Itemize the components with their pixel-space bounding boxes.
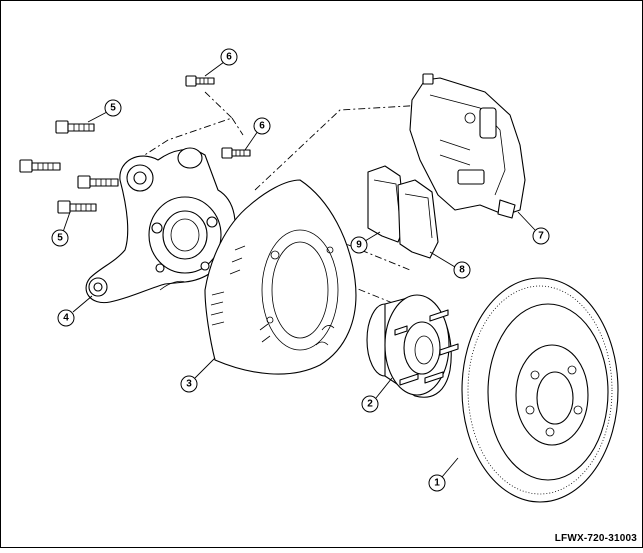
callout-1: 1: [428, 474, 446, 492]
steering-knuckle: [85, 147, 236, 304]
callout-2: 2: [361, 395, 379, 413]
callout-label: 8: [459, 265, 465, 276]
callout-3: 3: [180, 375, 198, 393]
callout-label: 2: [367, 399, 373, 410]
callout-6-lower: 6: [253, 117, 271, 135]
brake-caliper: [409, 73, 526, 219]
callout-label: 3: [186, 379, 192, 390]
callout-9: 9: [350, 236, 368, 254]
callout-label: 7: [538, 231, 544, 242]
bolt-5-top: [55, 120, 95, 134]
callout-label: 5: [110, 103, 116, 114]
figure-code: LFWX-720-31003: [554, 533, 637, 544]
callout-label: 6: [226, 52, 232, 63]
callout-7: 7: [532, 227, 550, 245]
callout-label: 5: [57, 233, 63, 244]
hub-studs: [394, 309, 459, 386]
callout-6-upper: 6: [220, 48, 238, 66]
callout-5-upper: 5: [104, 99, 122, 117]
callout-4: 4: [57, 309, 75, 327]
bolt-5-bottom: [57, 200, 97, 214]
dust-shield: [204, 179, 357, 375]
brake-rotor: [461, 277, 619, 503]
callout-label: 6: [259, 121, 265, 132]
bolt-5-left: [19, 159, 61, 173]
bolt-6-lower: [221, 147, 251, 159]
bolt-6-upper: [185, 75, 215, 87]
hub-bearing-assembly: [366, 294, 459, 398]
callout-label: 1: [434, 478, 440, 489]
callout-label: 9: [356, 240, 362, 251]
callout-5-lower: 5: [51, 229, 69, 247]
callout-label: 4: [63, 313, 69, 324]
brake-pad-outer: [397, 179, 439, 259]
bolt-5-middle: [77, 175, 119, 189]
callout-8: 8: [453, 261, 471, 279]
leader-lines: [62, 61, 536, 478]
